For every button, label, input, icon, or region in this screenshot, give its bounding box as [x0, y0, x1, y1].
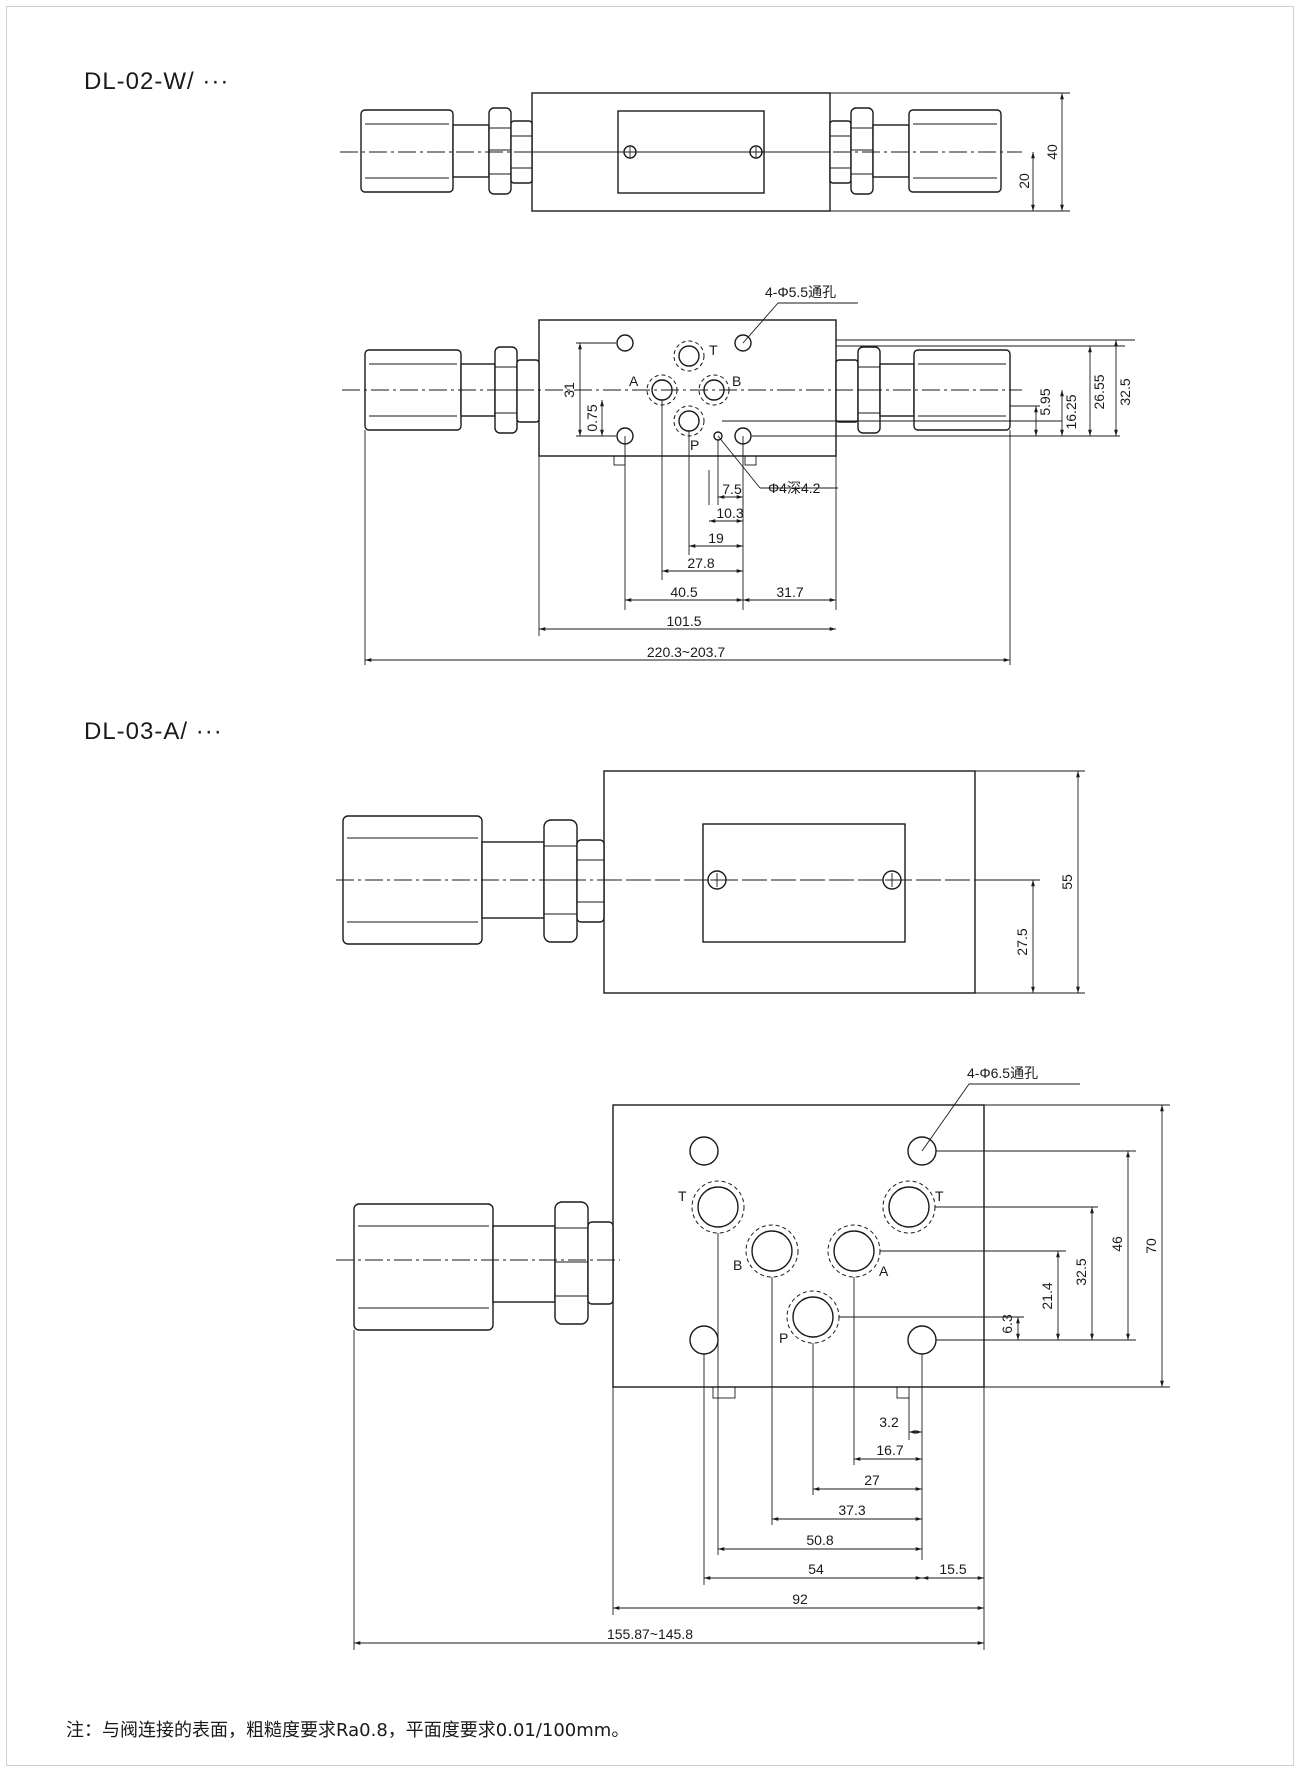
port-label-p: P	[690, 437, 699, 453]
port-b	[751, 1230, 793, 1272]
view4-port-view	[336, 1083, 1170, 1650]
dim-19: 19	[708, 530, 724, 546]
model-title-dl-03-a: DL-03-A/ ···	[84, 718, 223, 745]
mount-hole	[616, 334, 634, 352]
dim-3-2: 3.2	[879, 1414, 899, 1430]
dim-32-5: 32.5	[1117, 378, 1133, 405]
port-b	[703, 379, 725, 401]
dim-31-7: 31.7	[776, 584, 803, 600]
holes-note-03: 4-Φ6.5通孔	[967, 1065, 1038, 1081]
dim-27-8: 27.8	[687, 555, 714, 571]
right-adjuster-knob	[829, 107, 1002, 195]
dim-37-3: 37.3	[838, 1502, 865, 1518]
dim-32-5: 32.5	[1073, 1258, 1089, 1285]
port-label-a: A	[629, 373, 639, 389]
port-t	[678, 345, 700, 367]
adjuster-knob	[353, 1201, 614, 1331]
view3-top-view	[336, 770, 1085, 994]
port-label-t: T	[709, 342, 718, 358]
dim-overall-03: 155.87~145.8	[607, 1626, 693, 1642]
mount-hole	[734, 334, 752, 352]
dim-92: 92	[792, 1591, 808, 1607]
port-label-t-right: T	[935, 1188, 944, 1204]
dim-31: 31	[561, 382, 577, 398]
dim-54: 54	[808, 1561, 824, 1577]
dim-16-7: 16.7	[876, 1442, 903, 1458]
dim-6-3: 6.3	[999, 1314, 1015, 1334]
dim-7-5: 7.5	[722, 481, 742, 497]
dim-overall-02: 220.3~203.7	[647, 644, 725, 660]
dim-15-5: 15.5	[939, 1561, 966, 1577]
dim-16-25: 16.25	[1063, 394, 1079, 429]
port-a	[833, 1230, 875, 1272]
dim-27: 27	[864, 1472, 880, 1488]
blind-hole-note: Φ4深4.2	[768, 480, 821, 496]
dim-101-5: 101.5	[666, 613, 701, 629]
view1-top-view	[340, 92, 1070, 212]
dim-26-55: 26.55	[1091, 374, 1107, 409]
port-label-b: B	[732, 373, 741, 389]
mount-hole	[689, 1136, 719, 1166]
port-label-p: P	[779, 1330, 788, 1346]
surface-requirement-note: 注：与阀连接的表面，粗糙度要求Ra0.8，平面度要求0.01/100mm。	[66, 1720, 630, 1741]
dim-70: 70	[1143, 1238, 1159, 1254]
dim-50-8: 50.8	[806, 1532, 833, 1548]
dim-20: 20	[1016, 173, 1032, 189]
dim-40: 40	[1044, 144, 1060, 160]
dim-55: 55	[1059, 874, 1075, 890]
sheet-border	[6, 6, 1294, 1766]
dim-0-75: 0.75	[584, 404, 600, 431]
port-label-a: A	[879, 1263, 889, 1279]
dim-40-5: 40.5	[670, 584, 697, 600]
model-title-dl-02-w: DL-02-W/ ···	[84, 68, 230, 95]
port-t-left	[697, 1186, 739, 1228]
port-label-b: B	[733, 1257, 742, 1273]
dim-21-4: 21.4	[1039, 1282, 1055, 1309]
dim-46: 46	[1109, 1236, 1125, 1252]
view2-port-view	[342, 302, 1135, 665]
port-p	[792, 1296, 834, 1338]
left-adjuster-knob	[360, 107, 533, 195]
dim-10-3: 10.3	[716, 505, 743, 521]
dim-5-95: 5.95	[1037, 388, 1053, 415]
port-t-right	[888, 1186, 930, 1228]
dim-27-5: 27.5	[1014, 928, 1030, 955]
port-label-t-left: T	[678, 1188, 687, 1204]
holes-note-02: 4-Φ5.5通孔	[765, 284, 836, 300]
